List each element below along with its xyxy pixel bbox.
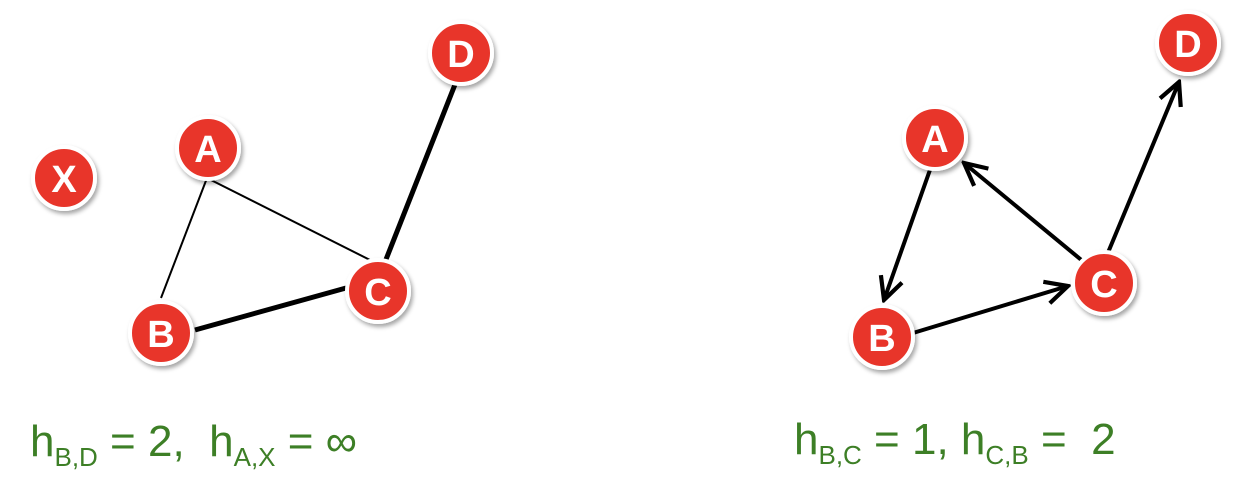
left-formula-h2: h: [209, 417, 234, 466]
node-a-directed-label: A: [921, 119, 948, 161]
node-b: B: [128, 300, 194, 366]
arrow-c-to-a: [964, 163, 1087, 265]
node-a-label: A: [194, 129, 221, 171]
node-x-label: X: [51, 159, 77, 201]
edge-a-b: [160, 177, 208, 299]
node-c-directed: C: [1071, 250, 1137, 316]
node-c-label: C: [364, 272, 391, 314]
edge-c-d: [382, 81, 459, 263]
left-formula-sub2: A,X: [233, 442, 276, 472]
node-b-directed: B: [849, 304, 915, 370]
node-b-label: B: [147, 314, 174, 356]
left-formula-eq1: = 2,: [97, 417, 210, 466]
edge-b-c: [194, 285, 347, 333]
node-d-directed: D: [1155, 10, 1221, 76]
arrow-b-to-c: [912, 286, 1068, 335]
right-formula-eq2: = 2: [1028, 415, 1116, 464]
left-formula: hB,D = 2, hA,X = ∞: [30, 417, 358, 472]
node-a-directed: A: [902, 105, 968, 171]
node-a: A: [175, 115, 241, 181]
edge-a-c: [206, 177, 375, 263]
right-formula-sub2: C,B: [985, 440, 1029, 470]
arrow-c-to-d: [1105, 82, 1179, 256]
node-x: X: [31, 145, 97, 211]
left-formula-h1: h: [30, 417, 55, 466]
right-graph-nodes: A B C D: [849, 10, 1221, 370]
node-c: C: [345, 258, 411, 324]
node-d-directed-label: D: [1174, 24, 1201, 66]
node-b-directed-label: B: [868, 318, 895, 360]
right-formula-eq1: = 1,: [861, 415, 961, 464]
right-formula: hB,C = 1, hC,B = 2: [794, 415, 1116, 470]
node-d: D: [428, 20, 494, 86]
right-graph-edges: [884, 82, 1179, 335]
node-c-directed-label: C: [1090, 264, 1117, 306]
left-formula-eq2: = ∞: [275, 417, 358, 466]
right-formula-sub1: B,C: [818, 440, 862, 470]
left-graph-nodes: X A B C D: [31, 20, 494, 366]
left-formula-sub1: B,D: [54, 442, 98, 472]
right-formula-h2: h: [960, 415, 986, 464]
left-graph-edges: [160, 81, 459, 333]
right-formula-h1: h: [794, 415, 819, 464]
arrow-a-to-b: [884, 166, 933, 300]
node-d-label: D: [447, 34, 474, 76]
